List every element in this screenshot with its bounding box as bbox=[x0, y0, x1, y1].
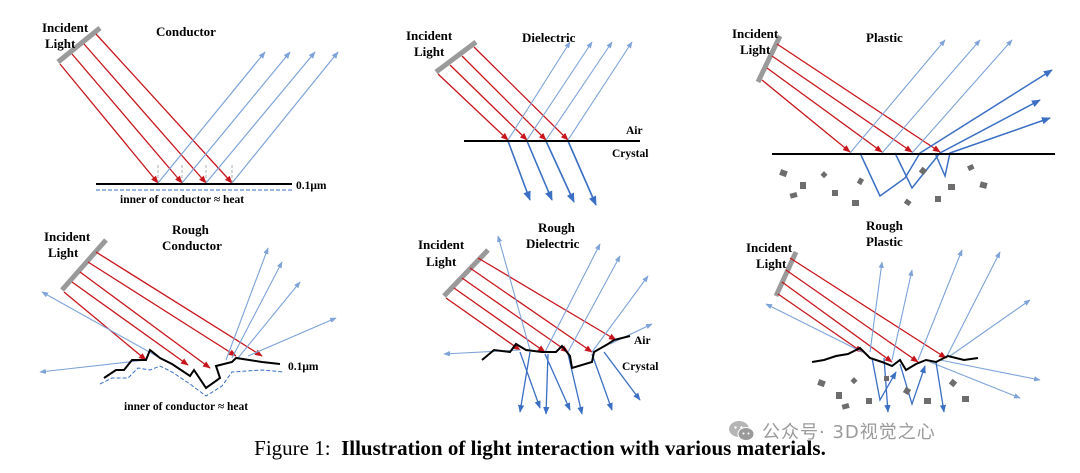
panel-title: Dielectric bbox=[522, 30, 576, 45]
watermark-text: 公众号· 3D视觉之心 bbox=[762, 422, 936, 443]
incident-label: Incident bbox=[418, 237, 465, 252]
incident-label: Light bbox=[45, 36, 76, 51]
light-source-bar bbox=[434, 40, 478, 74]
scattered-rays bbox=[859, 69, 1053, 198]
reflected-rays bbox=[39, 247, 337, 374]
caption-prefix: Figure 1: bbox=[254, 436, 331, 460]
light-source-bar bbox=[442, 248, 490, 298]
incident-label: Light bbox=[756, 256, 787, 271]
panel-dielectric: Incident Light Dielectric Air Crystal bbox=[406, 28, 648, 206]
panel-rough-conductor: Incident Light Rough Conductor 0.1μm inn… bbox=[39, 222, 337, 413]
inner-label: inner of conductor ≈ heat bbox=[124, 401, 248, 413]
reflected-rays bbox=[765, 249, 1041, 399]
normals bbox=[157, 165, 233, 183]
scattered-rays bbox=[871, 357, 946, 413]
reflected-rays bbox=[849, 39, 1013, 154]
incident-label: Incident bbox=[406, 28, 453, 43]
panel-title: Rough bbox=[538, 220, 576, 235]
crystal-label: Crystal bbox=[622, 361, 658, 373]
watermark: 公众号· 3D视觉之心 bbox=[728, 416, 936, 446]
panel-title: Rough bbox=[172, 222, 210, 237]
incident-label: Incident bbox=[732, 26, 779, 41]
incident-label: Light bbox=[48, 245, 79, 260]
light-source-bar bbox=[56, 26, 102, 64]
refracted-rays bbox=[518, 351, 641, 415]
thickness-label: 0.1μm bbox=[296, 180, 327, 192]
panel-title: Rough bbox=[866, 218, 904, 233]
light-source-bar bbox=[60, 238, 108, 292]
incident-rays bbox=[761, 43, 941, 153]
caption-text: Illustration of light interaction with v… bbox=[341, 436, 826, 460]
air-label: Air bbox=[634, 335, 651, 347]
inner-boundary bbox=[99, 365, 285, 397]
figure-caption: Figure 1: Illustration of light interact… bbox=[0, 436, 1080, 461]
reflected-rays bbox=[443, 235, 653, 357]
panel-title: Conductor bbox=[162, 238, 222, 253]
incident-label: Light bbox=[740, 42, 771, 57]
reflected-rays bbox=[157, 51, 339, 184]
rough-surface bbox=[811, 346, 979, 372]
panel-title: Plastic bbox=[866, 234, 903, 249]
panel-rough-plastic: Incident Light Rough Plastic bbox=[746, 218, 1041, 413]
panel-plastic: Incident Light Plastic bbox=[732, 26, 1055, 207]
panel-title: Dielectric bbox=[526, 236, 580, 251]
incident-rays bbox=[59, 33, 233, 184]
thickness-label: 0.1μm bbox=[288, 361, 319, 373]
incident-label: Light bbox=[414, 44, 445, 59]
crystal-label: Crystal bbox=[612, 148, 648, 160]
panel-conductor: Incident Light Conductor 0.1μm inner of … bbox=[42, 20, 339, 206]
incident-rays bbox=[777, 257, 947, 363]
light-source-bar bbox=[755, 34, 783, 84]
incident-rays bbox=[437, 46, 569, 141]
incident-label: Incident bbox=[746, 240, 793, 255]
rough-surface bbox=[103, 348, 281, 390]
rough-surface bbox=[481, 335, 631, 370]
panel-rough-dielectric: Incident Light Rough Dielectric bbox=[418, 220, 658, 415]
plastic-particles bbox=[817, 376, 969, 410]
incident-rays bbox=[445, 257, 617, 353]
incident-rays bbox=[63, 251, 263, 369]
reflected-rays bbox=[507, 41, 633, 141]
panel-title: Plastic bbox=[866, 30, 903, 45]
plastic-particles bbox=[779, 164, 988, 207]
refracted-rays bbox=[507, 140, 597, 206]
air-label: Air bbox=[626, 125, 643, 137]
incident-label: Incident bbox=[44, 229, 91, 244]
panel-title: Conductor bbox=[156, 24, 216, 39]
incident-label: Incident bbox=[42, 20, 89, 35]
inner-label: inner of conductor ≈ heat bbox=[120, 194, 244, 206]
incident-label: Light bbox=[426, 254, 457, 269]
wechat-icon bbox=[729, 421, 755, 441]
